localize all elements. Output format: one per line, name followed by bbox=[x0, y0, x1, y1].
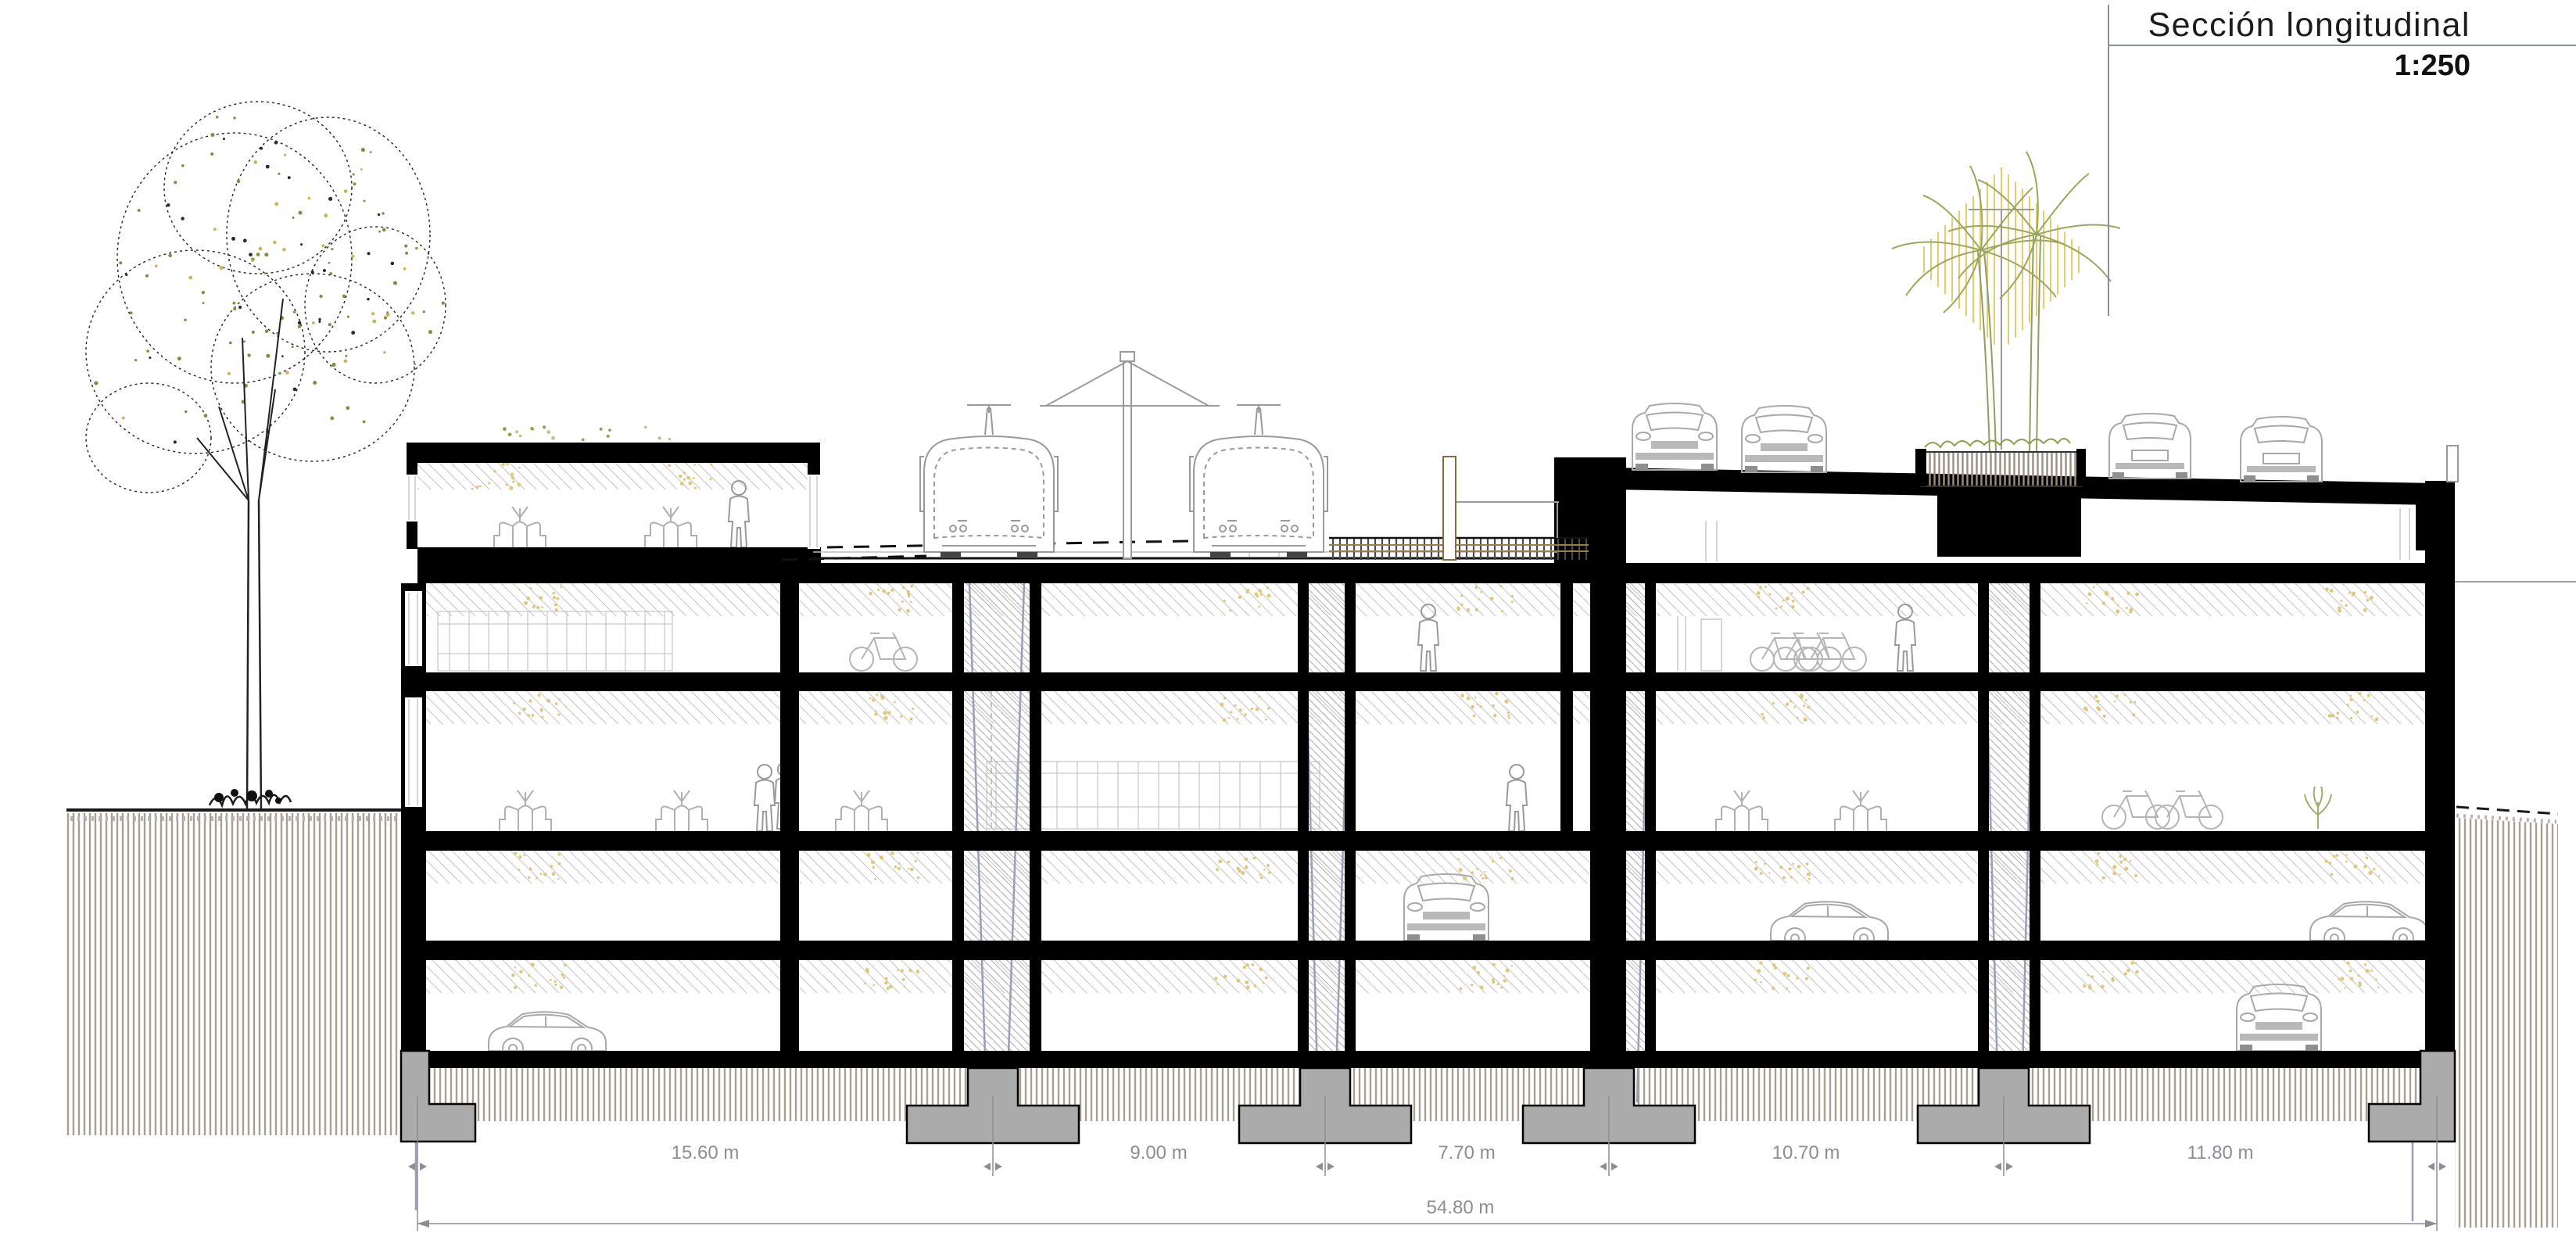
palm-planter bbox=[1891, 151, 2121, 487]
drawing-title: Sección longitudinal bbox=[2148, 6, 2471, 44]
structure bbox=[401, 443, 2455, 1068]
base-slab bbox=[401, 1051, 2455, 1068]
dim-segment-4: 10.70 m bbox=[1772, 1142, 1840, 1163]
footing-left bbox=[399, 1049, 477, 1143]
earth-under-building bbox=[429, 1068, 2420, 1121]
catenary-mast bbox=[988, 351, 1259, 559]
footing-right bbox=[2367, 1049, 2456, 1143]
tree-large bbox=[85, 101, 446, 811]
pavilion-roof-slab bbox=[407, 443, 820, 463]
pavilion-roof-speckle bbox=[503, 425, 672, 442]
earth-right bbox=[2455, 581, 2576, 1228]
windows bbox=[405, 445, 2459, 807]
deck-car-2 bbox=[1741, 405, 1827, 473]
shelving-level-2 bbox=[986, 761, 1320, 830]
interior-fittings bbox=[437, 480, 2428, 1059]
sun-fan-hatch bbox=[1923, 167, 2080, 352]
parapet-post bbox=[2446, 445, 2459, 482]
tree-trunk bbox=[196, 298, 284, 811]
deck-beam bbox=[1937, 482, 2081, 557]
street-zone bbox=[781, 351, 1589, 561]
timber-post bbox=[1442, 456, 1456, 561]
sheet-frame bbox=[2108, 5, 2576, 316]
tree-foliage-speckle bbox=[94, 115, 445, 444]
tram-1 bbox=[919, 404, 1059, 559]
drawing-scale: 1:250 bbox=[2395, 49, 2470, 82]
right-exterior-wall bbox=[2425, 481, 2455, 1051]
dim-segment-3: 7.70 m bbox=[1438, 1142, 1495, 1163]
slab-level-2 bbox=[417, 831, 2437, 851]
deck-car-1 bbox=[1632, 403, 1718, 471]
slab-level-3 bbox=[417, 941, 2437, 960]
shelving-level-1 bbox=[437, 611, 673, 672]
earth-left bbox=[66, 808, 401, 1135]
ceiling-lights bbox=[471, 462, 2381, 991]
core-wall bbox=[1560, 583, 1573, 831]
street-level-slab bbox=[417, 563, 2437, 583]
deck-car-4 bbox=[2240, 416, 2323, 482]
roof-deck bbox=[1632, 151, 2323, 487]
dimension-system: 15.60 m 9.00 m 7.70 m 10.70 m 11.80 m 54… bbox=[408, 1096, 2446, 1231]
planter-shrubs bbox=[1924, 438, 2071, 449]
palm-fronds bbox=[1891, 151, 2121, 314]
deck-car-3 bbox=[2108, 413, 2191, 479]
overall-dimension: 54.80 m bbox=[417, 1197, 2437, 1228]
dim-segment-2: 9.00 m bbox=[1130, 1142, 1187, 1163]
dim-segment-1: 15.60 m bbox=[672, 1142, 740, 1163]
platform-railing bbox=[1329, 456, 1589, 561]
slab-level-1 bbox=[422, 672, 2431, 691]
dim-segment-5: 11.80 m bbox=[2187, 1142, 2254, 1163]
tree-canopy bbox=[85, 101, 446, 493]
tree-base-shrub bbox=[208, 789, 292, 808]
piles bbox=[414, 507, 2452, 1221]
tram-2 bbox=[1189, 404, 1328, 559]
dim-total: 54.80 m bbox=[1427, 1197, 1495, 1218]
wall-a bbox=[780, 583, 799, 1051]
